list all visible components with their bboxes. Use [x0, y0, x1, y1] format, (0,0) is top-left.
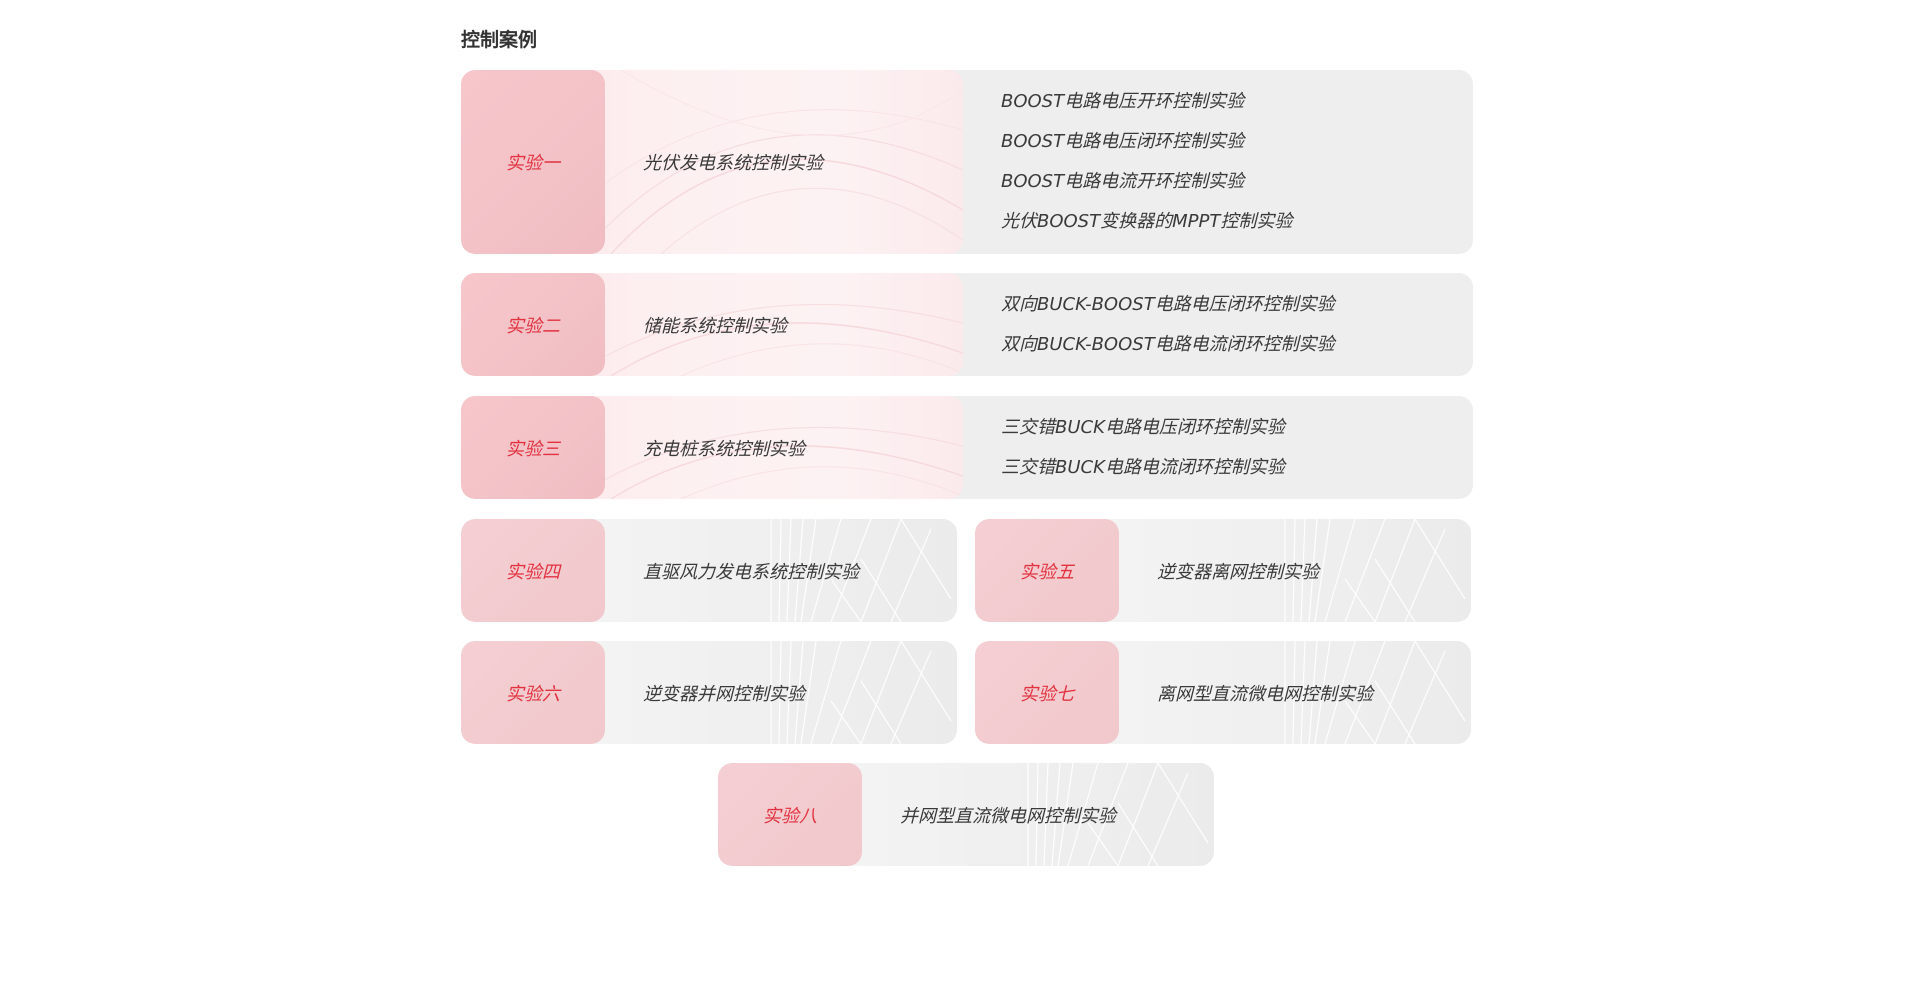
experiment-card-3[interactable]: 实验三 充电桩系统控制实验 三交错BUCK电路电压闭环控制实验 三交错BUCK电… [461, 396, 1473, 499]
experiment-badge: 实验五 [975, 519, 1119, 622]
experiment-badge: 实验一 [461, 70, 605, 254]
experiment-item[interactable]: 三交错BUCK电路电压闭环控制实验 [1001, 416, 1285, 438]
experiment-badge: 实验六 [461, 641, 605, 744]
experiment-card-1[interactable]: 实验一 光伏发电系统控制实验 BOOST电路电压开环控制实验 BOOST电路电压… [461, 70, 1473, 254]
experiment-title: 逆变器并网控制实验 [643, 683, 805, 705]
card-pattern [770, 641, 952, 744]
card-pattern [770, 519, 952, 622]
experiment-item[interactable]: BOOST电路电流开环控制实验 [1001, 171, 1245, 192]
experiment-title: 并网型直流微电网控制实验 [900, 805, 1116, 827]
experiment-item[interactable]: 双向BUCK-BOOST电路电流闭环控制实验 [1001, 333, 1335, 355]
experiment-item[interactable]: 双向BUCK-BOOST电路电压闭环控制实验 [1001, 293, 1335, 315]
experiment-badge: 实验二 [461, 273, 605, 376]
experiment-badge: 实验三 [461, 396, 605, 499]
experiment-items: BOOST电路电压开环控制实验 BOOST电路电压闭环控制实验 BOOST电路电… [1001, 70, 1292, 254]
experiment-card-6[interactable]: 实验六 逆变器并网控制实验 [461, 641, 957, 744]
experiment-item[interactable]: 三交错BUCK电路电流闭环控制实验 [1001, 456, 1285, 478]
experiment-card-7[interactable]: 实验七 离网型直流微电网控制实验 [975, 641, 1471, 744]
experiment-title: 直驱风力发电系统控制实验 [643, 561, 859, 583]
experiment-item[interactable]: 光伏BOOST变换器的MPPT控制实验 [1001, 211, 1293, 232]
experiment-title: 充电桩系统控制实验 [643, 438, 805, 460]
experiment-item[interactable]: BOOST电路电压开环控制实验 [1001, 91, 1245, 112]
experiment-badge: 实验四 [461, 519, 605, 622]
experiment-title: 光伏发电系统控制实验 [643, 153, 823, 174]
experiment-card-5[interactable]: 实验五 逆变器离网控制实验 [975, 519, 1471, 622]
experiment-badge: 实验七 [975, 641, 1119, 744]
experiment-card-2[interactable]: 实验二 储能系统控制实验 双向BUCK-BOOST电路电压闭环控制实验 双向BU… [461, 273, 1473, 376]
experiment-title: 储能系统控制实验 [643, 315, 787, 337]
experiment-title: 逆变器离网控制实验 [1157, 561, 1319, 583]
card-pattern [1284, 641, 1466, 744]
card-pattern [1027, 763, 1209, 866]
experiment-title: 离网型直流微电网控制实验 [1157, 683, 1373, 705]
card-pattern [1284, 519, 1466, 622]
experiment-card-4[interactable]: 实验四 直驱风力发电系统控制实验 [461, 519, 957, 622]
section-title: 控制案例 [461, 29, 538, 51]
experiment-card-8[interactable]: 实验八 并网型直流微电网控制实验 [718, 763, 1214, 866]
experiment-items: 双向BUCK-BOOST电路电压闭环控制实验 双向BUCK-BOOST电路电流闭… [1001, 273, 1335, 376]
experiment-badge: 实验八 [718, 763, 862, 866]
experiment-item[interactable]: BOOST电路电压闭环控制实验 [1001, 131, 1245, 152]
experiment-items: 三交错BUCK电路电压闭环控制实验 三交错BUCK电路电流闭环控制实验 [1001, 396, 1285, 499]
